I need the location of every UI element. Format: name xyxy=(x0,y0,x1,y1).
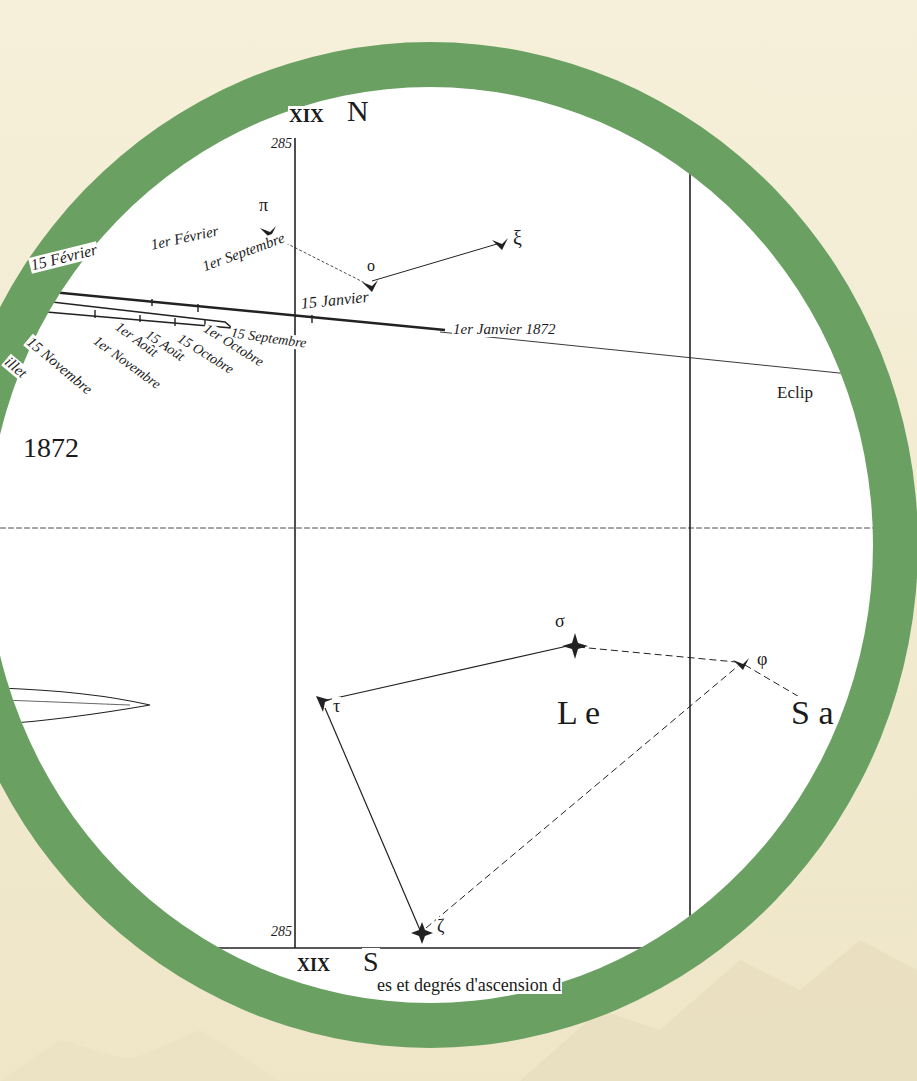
chart-label: τ xyxy=(332,697,341,715)
chart-label: XIX xyxy=(296,956,331,974)
chart-label: π xyxy=(258,196,269,214)
meridian-line xyxy=(294,138,296,948)
chart-title-text: L e xyxy=(556,696,601,730)
chart-label: N xyxy=(346,96,370,126)
star-mark xyxy=(492,238,508,250)
chart-label: S xyxy=(362,948,380,976)
green-ring xyxy=(0,42,917,1048)
chart-title-text: 1872 xyxy=(22,434,80,462)
comet-shape xyxy=(0,700,130,705)
chart-label: XIX xyxy=(288,106,325,125)
chart-label: 285 xyxy=(270,925,293,939)
star-mark xyxy=(733,658,749,670)
frame-line xyxy=(0,947,917,948)
background-hills xyxy=(0,1030,280,1081)
constellation-line xyxy=(426,666,738,928)
bright-star xyxy=(562,633,588,659)
chart-label: σ xyxy=(554,612,566,630)
chart-label: Eclip xyxy=(776,384,814,401)
chart-paper xyxy=(0,87,873,1003)
constellation-line xyxy=(372,244,497,281)
comet-shape xyxy=(0,688,150,724)
bright-star xyxy=(411,922,433,944)
star-mark xyxy=(316,696,330,712)
chart-title-text: S a xyxy=(790,696,835,730)
chart-lines xyxy=(0,60,917,948)
chart-label: φ xyxy=(756,650,768,668)
constellation-line xyxy=(325,708,420,930)
meridian-line xyxy=(689,60,691,948)
chart-label: es et degrés d'ascension d xyxy=(376,976,562,994)
chart-label: o xyxy=(366,258,376,274)
chart-label: ζ xyxy=(436,917,445,935)
chart-label: 1er Janvier 1872 xyxy=(452,322,556,337)
planet-path xyxy=(0,287,445,330)
star-symbols xyxy=(260,226,749,944)
ecliptic-line xyxy=(440,332,917,381)
equator-line xyxy=(0,528,917,529)
constellation-line xyxy=(327,645,572,700)
chart-label: ξ xyxy=(512,228,523,248)
chart-label: 285 xyxy=(270,137,293,151)
constellation-line xyxy=(578,647,736,662)
date-ticks xyxy=(30,287,312,328)
